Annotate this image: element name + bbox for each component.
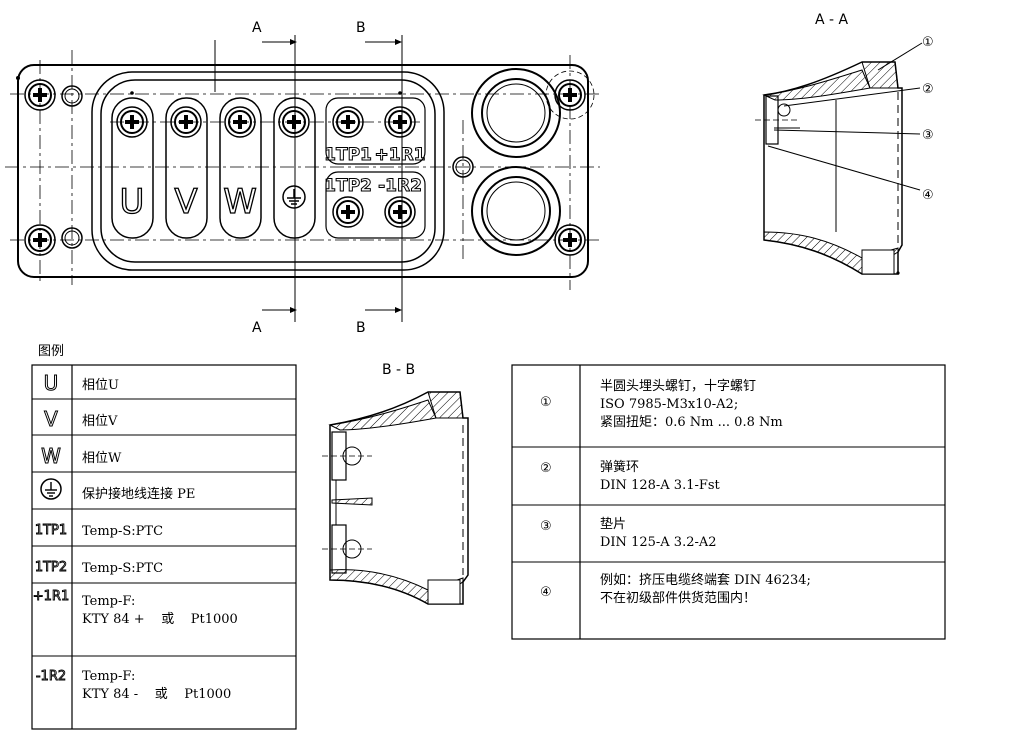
cut-label-a-bottom: A <box>252 320 262 336</box>
parts-table: ① 半圆头埋头螺钉，十字螺钉 ISO 7985-M3x10-A2; 紧固扭矩：0… <box>511 364 946 640</box>
legend-desc-pe: 保护接地线连接 PE <box>82 486 195 502</box>
parts-row4-line1: 例如：挤压电缆终端套 DIN 46234; <box>600 572 811 588</box>
legend-pe-ground-icon <box>40 478 62 500</box>
mount-screw-top-left <box>24 79 56 111</box>
section-bb-title: B - B <box>382 362 415 378</box>
callout-2: ② <box>922 82 934 97</box>
cable-gland-top <box>471 68 561 158</box>
legend-symbol-u: U <box>44 371 59 395</box>
callout-3: ③ <box>922 128 934 143</box>
parts-row2-line1: 弹簧环 <box>600 459 639 475</box>
terminal-label-1tp2: 1TP2 <box>324 176 372 196</box>
legend-desc-u: 相位U <box>82 378 119 393</box>
legend-symbol-1r1: +1R1 <box>33 589 69 604</box>
terminal-label-1tp1: 1TP1 <box>324 145 372 165</box>
parts-num-2: ② <box>540 461 552 476</box>
terminal-label-u: U <box>120 182 145 222</box>
parts-num-1: ① <box>540 395 552 410</box>
cut-label-b-bottom: B <box>356 320 366 336</box>
legend-symbol-1tp2: 1TP2 <box>35 560 67 575</box>
terminal-label-1r2: -1R2 <box>378 176 422 196</box>
pe-ground-icon <box>282 185 306 209</box>
parts-num-4: ④ <box>540 585 552 600</box>
cut-label-b-top: B <box>356 20 366 36</box>
parts-row3-line1: 垫片 <box>600 516 626 532</box>
legend-desc-1r2-line2: KTY 84 - 或 Pt1000 <box>82 687 231 702</box>
legend-desc-1tp2: Temp-S:PTC <box>82 561 163 576</box>
cable-gland-bottom <box>471 166 561 256</box>
parts-num-3: ③ <box>540 519 552 534</box>
cut-label-a-top: A <box>252 20 262 36</box>
legend-desc-1r1-line2: KTY 84 + 或 Pt1000 <box>82 612 238 627</box>
legend-desc-1tp1: Temp-S:PTC <box>82 524 163 539</box>
terminal-label-w: W <box>223 182 257 222</box>
section-aa-view: A - A ① ② ③ ④ <box>755 12 934 275</box>
parts-row1-line1: 半圆头埋头螺钉，十字螺钉 <box>600 379 756 394</box>
terminal-label-1r1: +1R1 <box>375 145 426 165</box>
legend-desc-w: 相位W <box>82 451 122 466</box>
parts-row1-line3: 紧固扭矩：0.6 Nm ... 0.8 Nm <box>600 415 783 430</box>
mount-screw-bottom-left <box>24 224 56 256</box>
parts-row3-line2: DIN 125-A 3.2-A2 <box>600 535 717 550</box>
terminal-block-frame <box>91 71 445 271</box>
front-view: U V W 1TP1 +1R1 1TP2 -1R2 A B A B <box>5 20 600 336</box>
callout-4: ④ <box>922 188 934 203</box>
parts-row2-line2: DIN 128-A 3.1-Fst <box>600 478 721 493</box>
legend-symbol-v: V <box>44 407 58 431</box>
parts-row1-line2: ISO 7985-M3x10-A2; <box>600 397 738 412</box>
legend-symbol-w: W <box>41 444 61 468</box>
parts-row4-line2: 不在初级部件供货范围内！ <box>600 590 756 606</box>
section-aa-title: A - A <box>815 12 849 28</box>
callout-1: ① <box>922 35 934 50</box>
screw-1tp2 <box>332 196 364 228</box>
mount-screw-bottom-right <box>554 224 586 256</box>
terminal-block-inner-frame <box>100 79 436 263</box>
legend: 图例 U V W 1TP1 1TP2 +1R1 -1R2 相位U 相位V 相位W… <box>31 344 297 730</box>
legend-title: 图例 <box>38 344 64 359</box>
section-bb-view: B - B <box>322 362 469 605</box>
terminal-plate-outline <box>17 64 589 278</box>
legend-desc-1r2-line1: Temp-F: <box>82 669 135 684</box>
legend-desc-1r1-line1: Temp-F: <box>82 594 135 609</box>
legend-symbol-1r2: -1R2 <box>36 669 66 684</box>
terminal-label-v: V <box>174 182 197 222</box>
legend-desc-v: 相位V <box>82 414 118 429</box>
legend-symbol-1tp1: 1TP1 <box>35 523 67 538</box>
screw-1r2 <box>384 196 416 228</box>
